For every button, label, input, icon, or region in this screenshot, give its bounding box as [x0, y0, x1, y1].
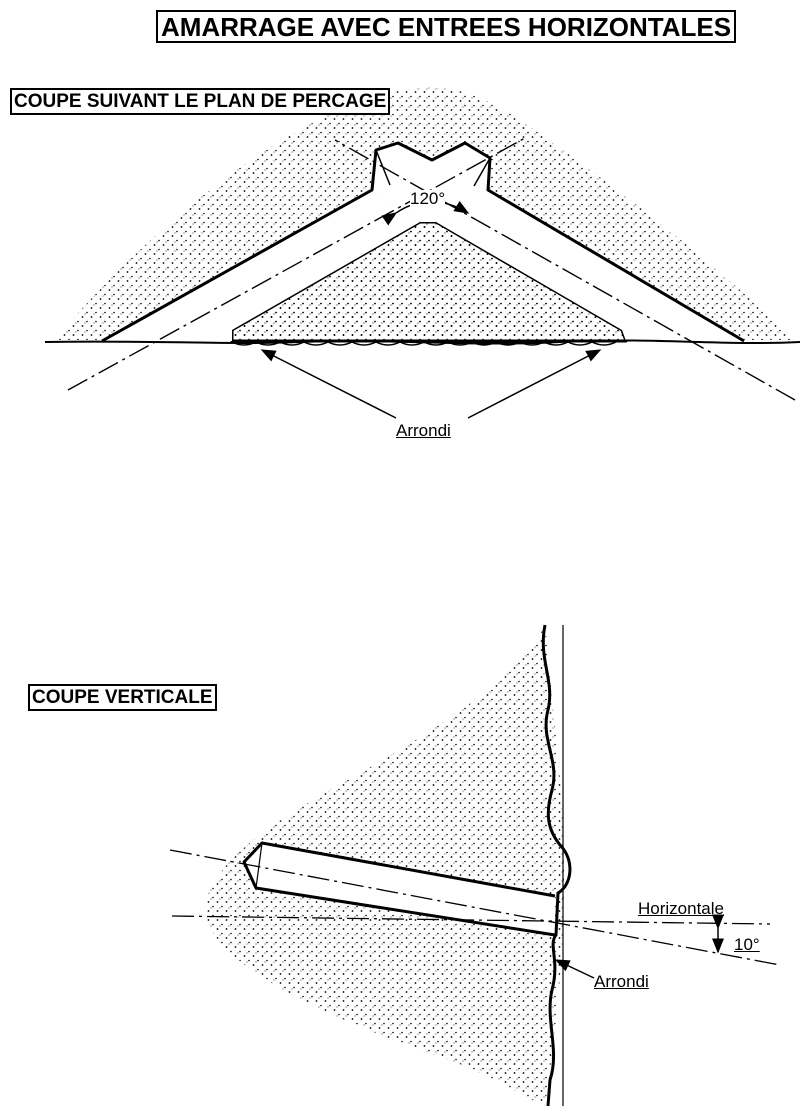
right-bore-axis	[334, 139, 796, 401]
horizontale-label: Horizontale	[638, 899, 724, 918]
main-title: AMARRAGE AVEC ENTREES HORIZONTALES	[156, 10, 737, 43]
arrondi-leader-left	[260, 349, 397, 419]
arrondi-label-bottom: Arrondi	[594, 972, 649, 991]
arrondi-leader-right	[467, 349, 602, 419]
angle-120-label: 120°	[410, 189, 446, 208]
section-plan-title: COUPE SUIVANT LE PLAN DE PERCAGE	[10, 88, 391, 115]
vertical-bore-outline	[242, 841, 556, 937]
ground-rounded-edge	[231, 341, 617, 346]
rock-face	[541, 624, 572, 1106]
left-bore	[102, 190, 420, 341]
vertical-bore	[244, 843, 555, 935]
plan-section-drawing	[44, 87, 800, 419]
left-bore-axis	[67, 137, 526, 391]
section-vertical-title: COUPE VERTICALE	[28, 684, 217, 711]
vertical-bore-end-line	[255, 842, 263, 889]
right-bore	[436, 190, 744, 341]
vertical-section-drawing	[169, 624, 781, 1106]
bore-axis-inclined	[169, 849, 781, 966]
arrondi-label-top: Arrondi	[396, 421, 451, 440]
horizontal-reference-line	[171, 915, 771, 925]
cavity-chamfer-right	[473, 157, 491, 187]
left-bore-outline	[101, 141, 745, 343]
angle-10-label: 10°	[734, 935, 760, 954]
arrondi-leader-vertical	[554, 959, 595, 979]
